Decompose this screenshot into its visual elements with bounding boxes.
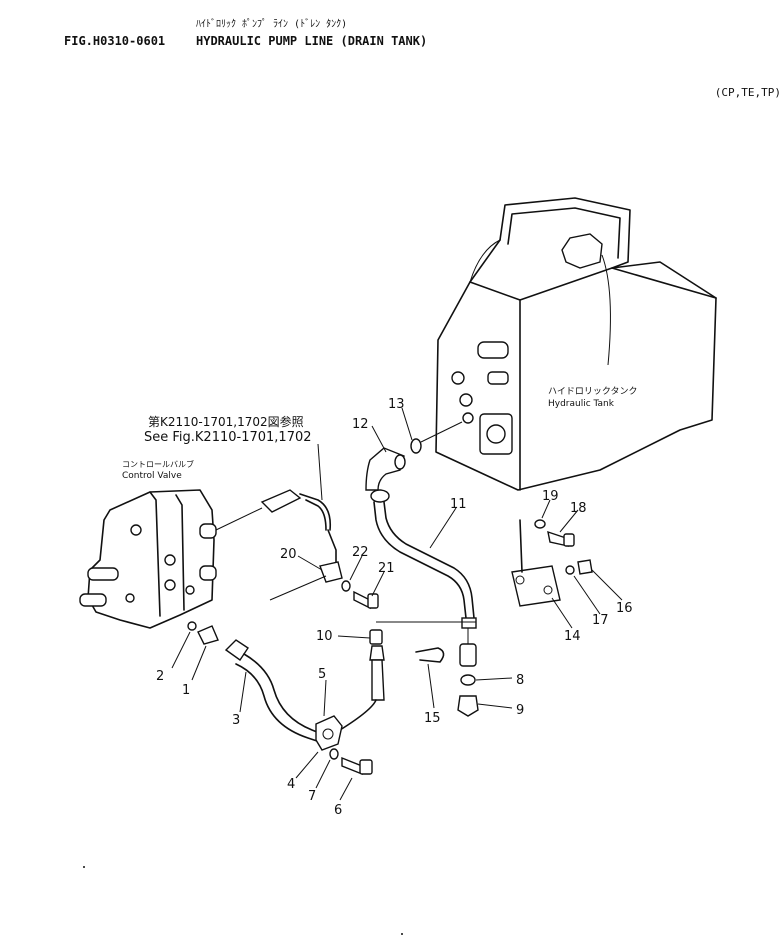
callout-8: 8 <box>516 673 524 688</box>
adapter-10 <box>369 629 385 701</box>
reference-leader <box>317 443 323 501</box>
callout-19: 19 <box>542 489 559 504</box>
callout-16: 16 <box>616 601 633 616</box>
callout-numbers: 1 2 3 4 5 6 7 8 9 10 11 12 13 14 15 16 1… <box>156 397 633 818</box>
callout-2: 2 <box>156 669 164 684</box>
figure-title: HYDRAULIC PUMP LINE (DRAIN TANK) <box>196 34 427 48</box>
figure-number: FIG.H0310-0601 <box>64 34 165 48</box>
callout-14: 14 <box>564 629 581 644</box>
upper-hose-assembly <box>215 489 343 601</box>
reference-note-jp: 第K2110-1701,1702図参照 <box>148 414 304 429</box>
hose-3 <box>224 639 377 743</box>
callout-18: 18 <box>570 501 587 516</box>
callout-22: 22 <box>352 545 369 560</box>
bolt-21 <box>353 590 379 610</box>
callout-7: 7 <box>308 789 316 804</box>
callout-13: 13 <box>388 397 405 412</box>
washer-19 <box>534 519 546 529</box>
control-valve: コントロールバルブ Control Valve <box>79 459 217 629</box>
hydraulic-tank-label-jp: ハイドロリックタンク <box>548 386 637 397</box>
callout-1: 1 <box>182 683 190 698</box>
scan-dot <box>83 866 85 868</box>
washer-7 <box>329 748 339 760</box>
control-valve-label-en: Control Valve <box>122 471 182 481</box>
clip-15 <box>415 647 445 663</box>
bracket <box>511 519 561 607</box>
callout-3: 3 <box>232 713 240 728</box>
control-valve-label-jp: コントロールバルブ <box>122 459 194 469</box>
reference-note-en: See Fig.K2110-1701,1702 <box>144 430 312 445</box>
callout-9: 9 <box>516 703 524 718</box>
callout-5: 5 <box>318 667 326 682</box>
clamp-5 <box>315 715 343 751</box>
bolt-6 <box>341 756 373 776</box>
scan-dot <box>401 933 403 935</box>
callout-15: 15 <box>424 711 441 726</box>
callout-20: 20 <box>280 547 297 562</box>
drain-pipe <box>370 489 477 667</box>
callout-10: 10 <box>316 629 333 644</box>
connector-1 <box>197 625 219 645</box>
callout-21: 21 <box>378 561 395 576</box>
japanese-title: ﾊｲﾄﾞﾛﾘｯｸ ﾎﾟﾝﾌﾟ ﾗｲﾝ (ﾄﾞﾚﾝ ﾀﾝｸ) <box>196 18 347 30</box>
o-ring-2 <box>187 621 197 631</box>
bolt-18 <box>547 530 575 547</box>
hydraulic-tank-label-en: Hydraulic Tank <box>548 399 615 409</box>
hydraulic-tank: ハイドロリックタンク Hydraulic Tank <box>435 197 717 491</box>
callout-4: 4 <box>287 777 295 792</box>
o-ring-13 <box>410 438 422 454</box>
callout-12: 12 <box>352 417 369 432</box>
elbow-fitting <box>365 447 406 491</box>
washer-22 <box>341 580 351 592</box>
washer-17 <box>565 565 575 575</box>
leader-lines <box>171 407 623 801</box>
model-applicability: (CP,TE,TP) <box>715 86 781 99</box>
callout-17: 17 <box>592 613 609 628</box>
fitting-8 <box>460 674 476 686</box>
callout-6: 6 <box>334 803 342 818</box>
callout-11: 11 <box>450 497 467 512</box>
nut-16 <box>577 559 593 575</box>
nut-9 <box>457 695 479 717</box>
